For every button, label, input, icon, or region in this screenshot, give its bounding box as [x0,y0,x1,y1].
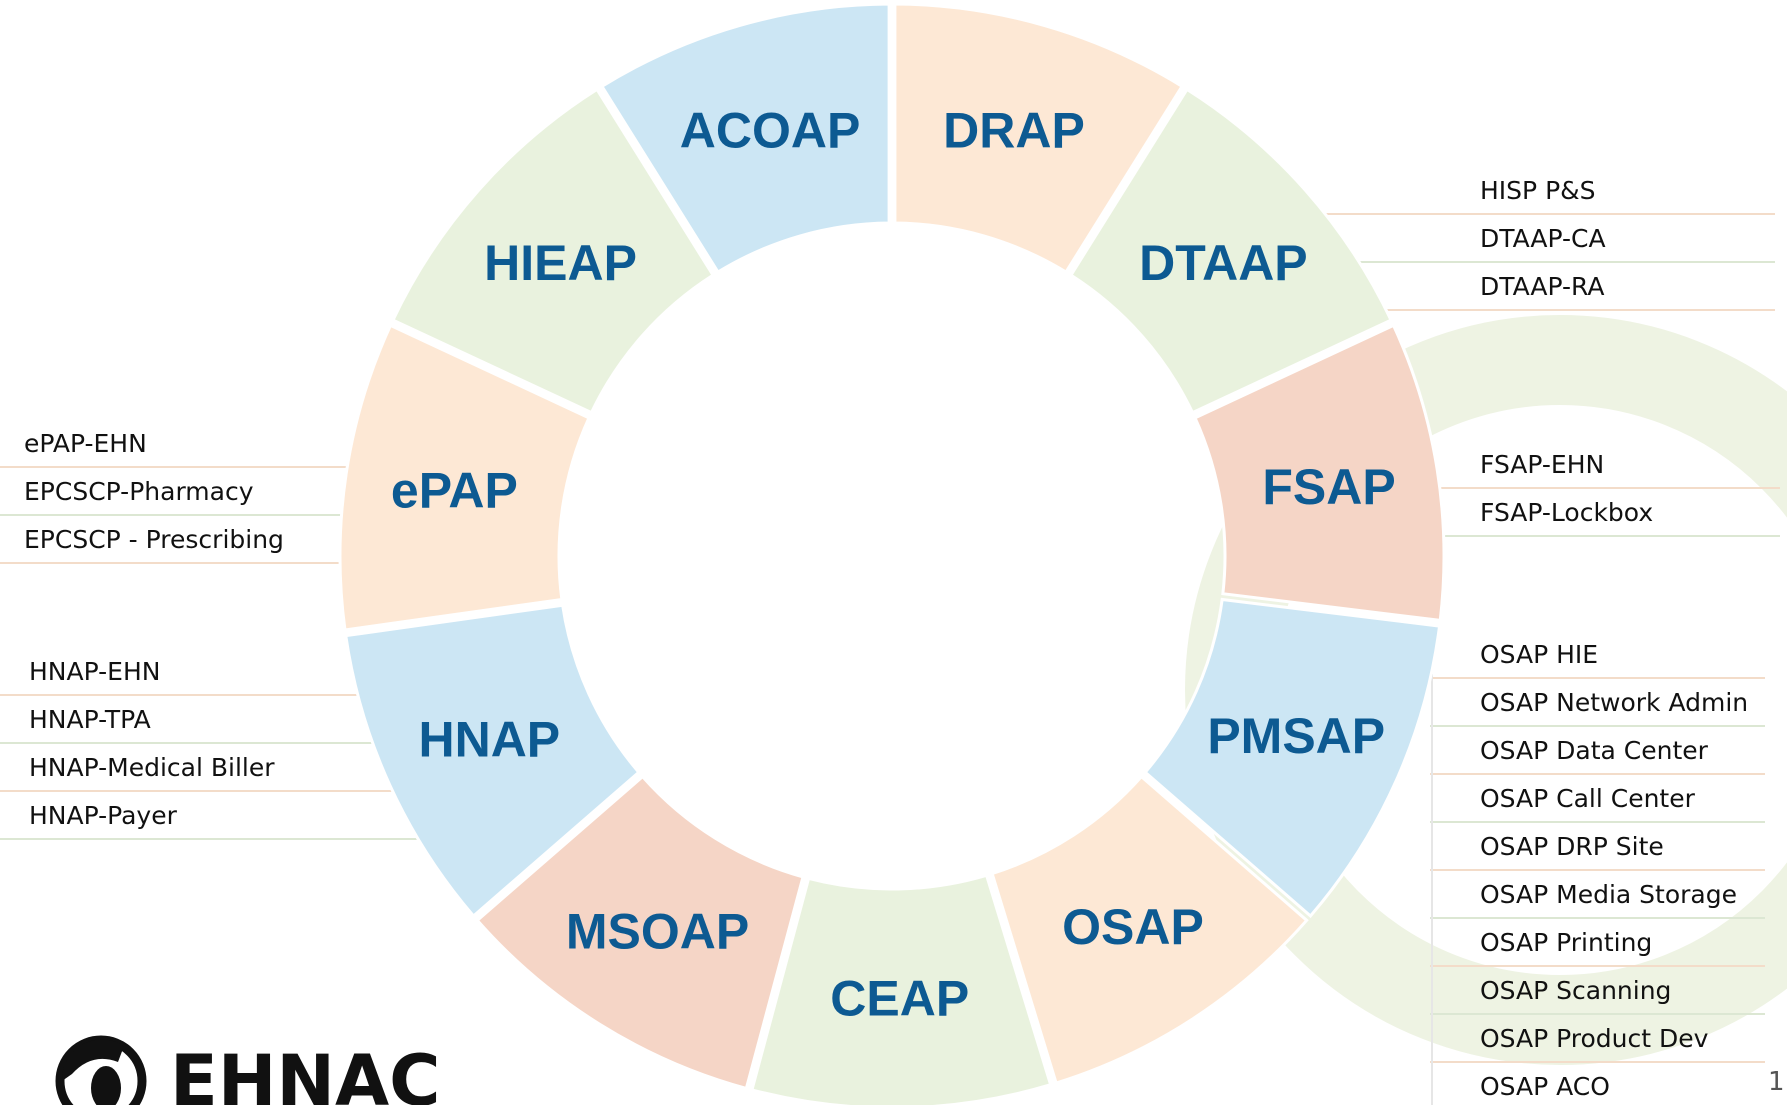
segment-label-fsap: FSAP [1262,459,1395,515]
ring-segment-acoap [599,2,891,275]
sub-program-item: OSAP DRP Site [1480,832,1664,861]
segment-label-hnap: HNAP [418,712,560,768]
segment-label-msoap: MSOAP [566,903,749,959]
sub-program-item: HNAP-TPA [29,705,151,734]
sub-program-item: OSAP ACO [1480,1072,1610,1101]
ehnac-logo: EHNAC [55,1035,441,1105]
segment-label-hieap: HIEAP [484,235,637,291]
segment-label-pmsap: PMSAP [1207,708,1385,764]
sublist-dtaap: HISP P&S DTAAP-CA DTAAP-RA [1480,176,1606,301]
sub-program-item: HNAP-Payer [29,801,178,830]
sub-program-item: HISP P&S [1480,176,1596,205]
sub-program-item: OSAP HIE [1480,640,1598,669]
sub-program-item: HNAP-EHN [29,657,160,686]
segment-label-osap: OSAP [1062,899,1204,955]
sub-program-item: OSAP Printing [1480,928,1652,957]
sublist-fsap: FSAP-EHN FSAP-Lockbox [1480,450,1653,527]
sub-program-item: FSAP-EHN [1480,450,1604,479]
ring-segment-osap [990,774,1309,1085]
sub-program-item: ePAP-EHN [24,429,147,458]
leader-lines [0,213,1780,1105]
ring-segment-dtaap [1068,87,1394,415]
ring-segment-ceap [750,873,1053,1105]
sublist-hnap: HNAP-EHN HNAP-TPA HNAP-Medical BillerHNAP-… [29,657,275,830]
ring-segment-fsap [1193,323,1446,623]
sub-program-item: OSAP Product Dev [1480,1024,1709,1053]
segment-label-dtaap: DTAAP [1139,235,1308,291]
segment-label-epap: ePAP [391,463,518,519]
sub-program-item: OSAP Scanning [1480,976,1671,1005]
segment-label-acoap: ACOAP [680,103,861,159]
sub-program-item: EPCSCP-Pharmacy [24,477,254,506]
segment-labels: DRAP DTAAP FSAP PMSAP OSAP CEAP MSOAP HNAP ePAP H… [391,103,1396,1027]
sub-program-item: OSAP Call Center [1480,784,1696,813]
sub-program-item: DTAAP-CA [1480,224,1606,253]
ehnac-globe-icon [55,1035,147,1105]
segment-label-drap: DRAP [943,103,1085,159]
sub-program-item: FSAP-Lockbox [1480,498,1653,527]
sub-program-item: OSAP Network Admin [1480,688,1748,717]
ring-segment-pmsap [1143,597,1442,919]
ring-segment-hnap [344,603,641,919]
sub-program-item: OSAP Media Storage [1480,880,1737,909]
sub-program-item: HNAP-Medical Biller [29,753,275,782]
page-number: 1 [1768,1067,1785,1097]
sub-program-item: DTAAP-RA [1480,272,1605,301]
ring-segment-hieap [390,87,716,415]
ring-segment-epap [338,323,591,632]
ring-segment-msoap [475,774,805,1091]
ehnac-logo-text: EHNAC [170,1040,441,1105]
ring-segment-drap [893,2,1185,275]
sub-program-item: OSAP Data Center [1480,736,1709,765]
sub-program-lists: HISP P&S DTAAP-CA DTAAP-RA FSAP-EHN FSAP-Loc… [24,176,1748,1101]
program-ring [338,2,1446,1105]
segment-label-ceap: CEAP [830,970,969,1026]
sub-program-item: EPCSCP - Prescribing [24,525,284,554]
